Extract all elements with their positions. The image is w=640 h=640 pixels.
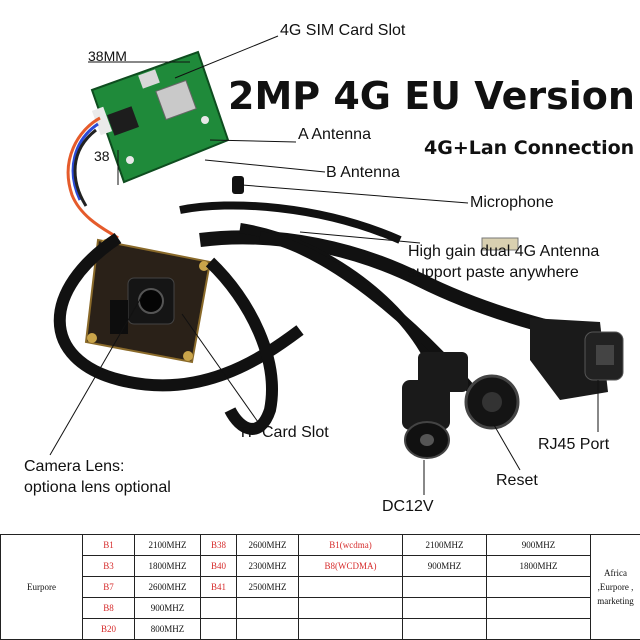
rj45-label: RJ45 Port (538, 436, 610, 453)
board-height-label: 38 (94, 148, 110, 164)
frequency-cell: 1800MHZ (486, 555, 591, 577)
4g-module-board (90, 50, 230, 184)
frequency-cell: 2600MHZ (134, 576, 201, 598)
empty-cell (402, 618, 487, 640)
band-cell: B8 (82, 597, 135, 619)
frequency-cell: 2300MHZ (236, 555, 299, 577)
product-headline: 2MP 4G EU Version (228, 74, 635, 118)
table-row: B3 1800MHZ B40 2300MHZ B8(WCDMA) 900MHZ … (1, 555, 640, 577)
empty-cell (402, 576, 487, 598)
empty-cell (298, 618, 403, 640)
dc12v-label: DC12V (382, 498, 434, 515)
band-cell: B3 (82, 555, 135, 577)
frequency-cell: 1800MHZ (134, 555, 201, 577)
band-cell: B1(wcdma) (298, 534, 403, 556)
empty-cell (486, 618, 591, 640)
table-row: B7 2600MHZ B41 2500MHZ (1, 576, 640, 598)
empty-cell (402, 597, 487, 619)
markets-cell: Africa ,Eurpore , marketing (590, 534, 640, 640)
frequency-cell: 2100MHZ (402, 534, 487, 556)
band-cell: B38 (200, 534, 237, 556)
empty-cell (486, 597, 591, 619)
band-cell: B1 (82, 534, 135, 556)
empty-cell (236, 618, 299, 640)
frequency-cell: 2600MHZ (236, 534, 299, 556)
empty-cell (298, 576, 403, 598)
markets-line2: marketing (597, 596, 634, 606)
lens-label-line2: optiona lens optional (24, 479, 171, 496)
frequency-cell: 2500MHZ (236, 576, 299, 598)
band-cell: B8(WCDMA) (298, 555, 403, 577)
table-row: Eurpore B1 2100MHZ B38 2600MHZ B1(wcdma)… (0, 534, 640, 640)
reset-label: Reset (496, 472, 538, 489)
rj45-connector (530, 318, 624, 400)
microphone-label: Microphone (470, 194, 554, 211)
frequency-cell: 800MHZ (134, 618, 201, 640)
board-width-label: 38MM (88, 48, 127, 64)
antenna-note-line2: support paste anywhere (408, 264, 579, 281)
band-cell: B41 (200, 576, 237, 598)
camera-board (84, 238, 212, 364)
antenna-note-line1: High gain dual 4G Antenna (408, 243, 600, 260)
frequency-band-table: Eurpore B1 2100MHZ B38 2600MHZ B1(wcdma)… (0, 534, 640, 640)
callout-lines (49, 35, 599, 495)
empty-cell (236, 597, 299, 619)
empty-cell (486, 576, 591, 598)
region-cell: Eurpore (0, 534, 83, 640)
empty-cell (200, 597, 237, 619)
product-photo (49, 35, 624, 495)
band-cell: B40 (200, 555, 237, 577)
band-cell: B7 (82, 576, 135, 598)
frequency-cell: 900MHZ (134, 597, 201, 619)
frequency-cell: 900MHZ (402, 555, 487, 577)
dc-power-jack (402, 380, 450, 459)
antenna-b-label: B Antenna (326, 164, 400, 181)
lens-label-line1: Camera Lens: (24, 458, 125, 475)
tf-slot-label: TF Card Slot (238, 424, 329, 441)
frequency-cell: 900MHZ (486, 534, 591, 556)
sim-slot-label: 4G SIM Card Slot (280, 22, 406, 39)
frequency-cell: 2100MHZ (134, 534, 201, 556)
table-row: B20 800MHZ (1, 618, 640, 640)
band-cell: B20 (82, 618, 135, 640)
empty-cell (298, 597, 403, 619)
antenna-a-label: A Antenna (298, 126, 371, 143)
microphone-part (232, 176, 244, 194)
table-row: B8 900MHZ (1, 597, 640, 619)
markets-line1: Africa ,Eurpore , (597, 568, 634, 592)
product-subheadline: 4G+Lan Connection (424, 137, 635, 159)
empty-cell (200, 618, 237, 640)
